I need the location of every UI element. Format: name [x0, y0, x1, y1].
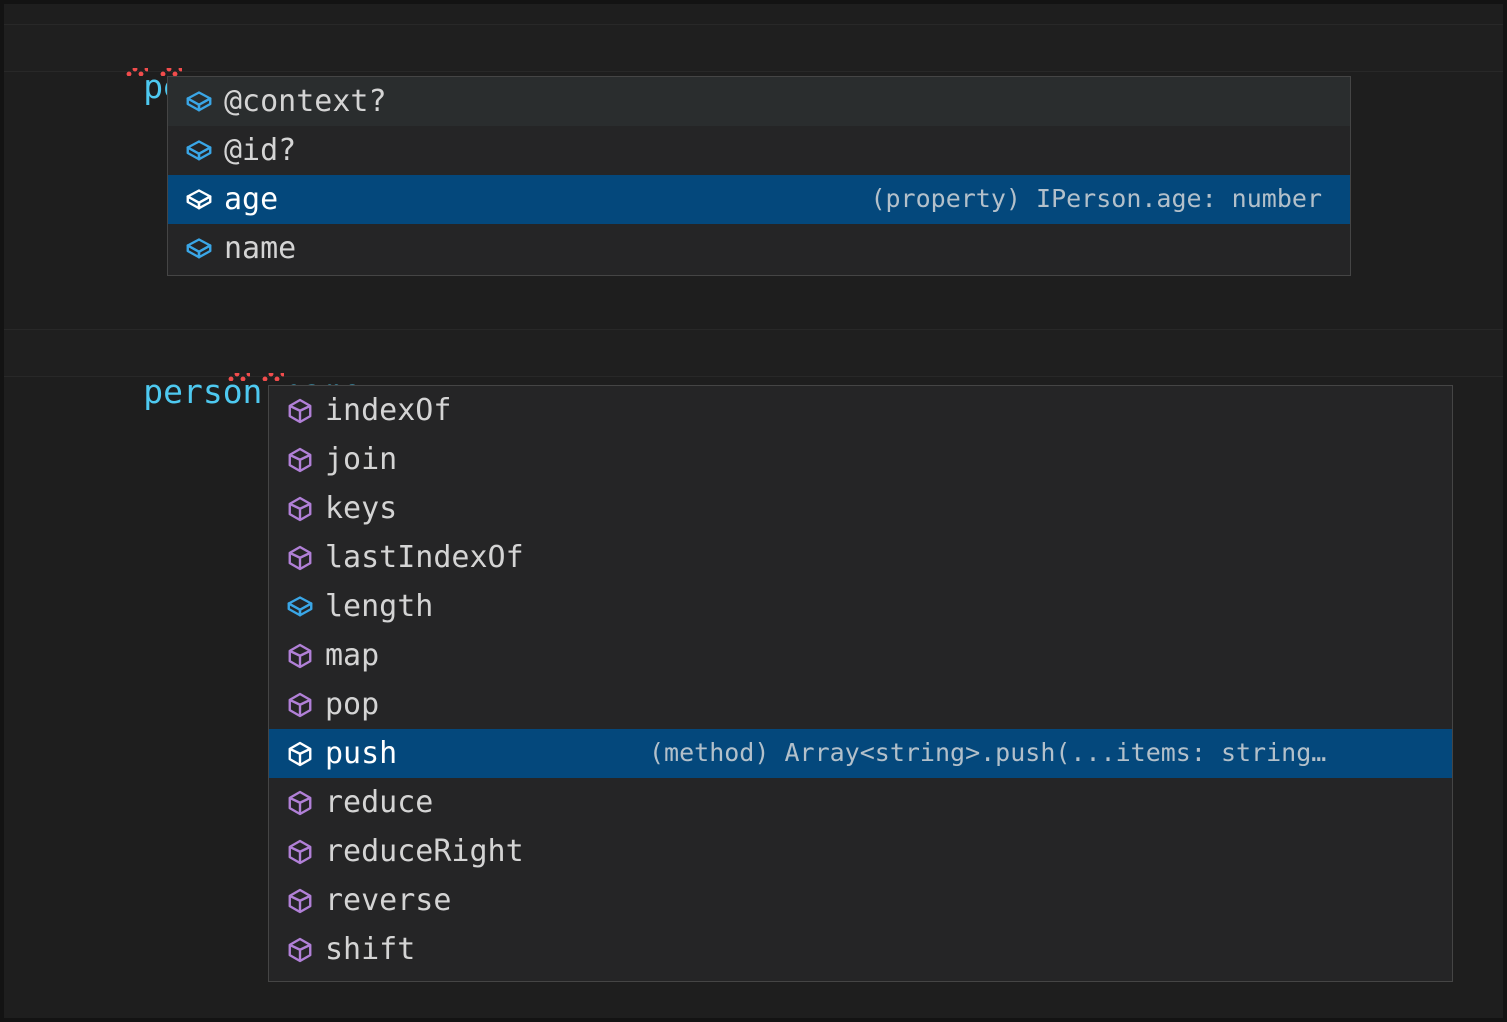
suggestion-item-age[interactable]: age (property) IPerson.age: number — [168, 175, 1350, 224]
property-icon — [178, 126, 220, 175]
method-icon — [279, 925, 321, 974]
suggestion-item-reduce[interactable]: reduce — [269, 778, 1452, 827]
suggestion-popup-name[interactable]: indexOf join keys — [268, 385, 1453, 982]
method-icon — [279, 680, 321, 729]
method-icon — [279, 778, 321, 827]
suggestion-label: length — [325, 588, 434, 624]
suggestion-item-indexof[interactable]: indexOf — [269, 386, 1452, 435]
suggestion-item-map[interactable]: map — [269, 631, 1452, 680]
code-line-1[interactable]: person.; — [4, 24, 1503, 106]
method-icon — [279, 631, 321, 680]
suggestion-item-name[interactable]: name — [168, 224, 1350, 273]
method-icon — [279, 386, 321, 435]
error-squiggle-icon — [126, 68, 148, 76]
suggestion-item-pop[interactable]: pop — [269, 680, 1452, 729]
suggestion-label: name — [224, 230, 297, 266]
property-icon — [178, 224, 220, 273]
property-icon — [178, 77, 220, 126]
suggestion-item-join[interactable]: join — [269, 435, 1452, 484]
suggestion-label: lastIndexOf — [325, 539, 524, 575]
code-editor[interactable]: person.; @context? — [4, 4, 1503, 1018]
suggestion-label: reduceRight — [325, 833, 524, 869]
suggestion-label: @context? — [224, 83, 387, 119]
suggestion-item-context[interactable]: @context? — [168, 77, 1350, 126]
suggestion-item-push[interactable]: push (method) Array<string>.push(...item… — [269, 729, 1452, 778]
method-icon — [279, 729, 321, 778]
suggestion-detail: (method) Array<string>.push(...items: st… — [649, 738, 1327, 767]
suggestion-label: map — [325, 637, 380, 673]
method-icon — [279, 876, 321, 925]
suggestion-label: @id? — [224, 132, 297, 168]
suggestion-label: push — [325, 735, 398, 771]
suggestion-label: age — [224, 181, 279, 217]
suggestion-label: reduce — [325, 784, 434, 820]
suggestion-item-keys[interactable]: keys — [269, 484, 1452, 533]
suggestion-label: reverse — [325, 882, 452, 918]
error-squiggle-icon — [160, 68, 182, 76]
method-icon — [279, 435, 321, 484]
code-line-2[interactable]: person.name.; — [4, 329, 1503, 411]
suggestion-label: indexOf — [325, 392, 452, 428]
property-icon — [178, 175, 220, 224]
suggestion-item-reduceright[interactable]: reduceRight — [269, 827, 1452, 876]
method-icon — [279, 484, 321, 533]
suggestion-label: join — [325, 441, 398, 477]
suggestion-label: shift — [325, 931, 416, 967]
error-squiggle-icon — [262, 373, 284, 381]
method-icon — [279, 533, 321, 582]
suggestion-popup-person[interactable]: @context? @id? age (property) — [167, 76, 1351, 276]
property-icon — [279, 582, 321, 631]
suggestion-item-id[interactable]: @id? — [168, 126, 1350, 175]
error-squiggle-icon — [228, 373, 250, 381]
suggestion-label: pop — [325, 686, 380, 722]
suggestion-detail: (property) IPerson.age: number — [870, 184, 1322, 213]
suggestion-item-reverse[interactable]: reverse — [269, 876, 1452, 925]
suggestion-item-shift[interactable]: shift — [269, 925, 1452, 974]
method-icon — [279, 827, 321, 876]
suggestion-item-lastindexof[interactable]: lastIndexOf — [269, 533, 1452, 582]
suggestion-item-length[interactable]: length — [269, 582, 1452, 631]
suggestion-label: keys — [325, 490, 398, 526]
